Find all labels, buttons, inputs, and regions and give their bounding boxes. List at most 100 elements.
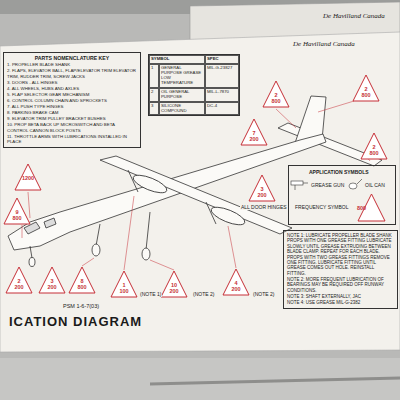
frequency-number: 800: [352, 93, 380, 99]
frequency-number: 100: [110, 289, 138, 295]
triangle-shape: [39, 267, 65, 293]
symbol-label: FREQUENCY SYMBOL: [295, 204, 349, 210]
triangle-texts: 1200: [14, 176, 42, 182]
callout-text: ALL DOOR HINGES: [240, 204, 288, 210]
triangle-texts: 2200: [5, 279, 33, 291]
frequency-number: 800: [68, 285, 96, 291]
parts-key-box: PARTS NOMENCLATURE KEY1. PROPELLER BLADE…: [3, 52, 141, 148]
cockpit-window: [44, 218, 56, 228]
propeller: [128, 170, 138, 192]
box-text: 5. FLAP SELECTOR GEAR MECHANISM: [7, 92, 137, 97]
box-text: 2. FLAPS, ELEVATOR BALL, FLAP/ELEVATOR T…: [7, 68, 137, 79]
box-text: NOTE 4: USE GREASE MIL-G-2382: [287, 300, 394, 305]
symbol-table: SYMBOLSPEC 1GENERAL PURPOSE GREASE LOW TE…: [148, 54, 240, 116]
triangle-shape: [69, 267, 95, 293]
frequency-number: 200: [160, 289, 188, 295]
callout-triangle: 3200: [38, 266, 66, 294]
table-header: SYMBOL: [149, 55, 205, 64]
triangle-texts: 2800: [352, 87, 380, 99]
box-text: 9. ELEVATOR TRIM PULLEY BRACKET BUSHES: [7, 116, 137, 121]
box-text: 3. DOORS - ALL HINGES: [7, 80, 137, 85]
table-cell: OIL GENERAL PURPOSE: [159, 88, 205, 102]
triangle-texts: 1100: [110, 283, 138, 295]
front-sheet: [0, 32, 400, 352]
triangle-shape: [361, 133, 387, 159]
callout-triangle: 4200: [222, 268, 250, 296]
main-gear-strut: [146, 212, 150, 250]
symbol-label: GREASE GUN: [311, 182, 344, 188]
note-reference: (NOTE 1): [139, 291, 162, 297]
triangle-shape: [353, 75, 379, 101]
main-wheel: [92, 244, 100, 256]
leader-line: [82, 258, 94, 266]
triangle-texts: 7200: [240, 131, 268, 143]
table-cell: 1: [149, 64, 159, 88]
leader-line: [150, 260, 174, 270]
table-cell: 3: [149, 102, 159, 116]
callout-number: 800: [357, 206, 366, 212]
table: [0, 358, 400, 400]
callout-triangle: 2800: [262, 80, 290, 108]
main-wheel: [142, 248, 150, 260]
box-text: NOTE 3: SHAFT EXTERNALLY, JAC: [287, 294, 394, 299]
grease-gun-icon: [295, 185, 296, 190]
box-text: NOTE 2: MORE FREQUENT LUBRICATION OF BEA…: [287, 277, 394, 293]
box-text: 8. PARKING BRAKE CAM: [7, 110, 137, 115]
note-reference: (NOTE 2): [252, 291, 275, 297]
callout-triangle: 9800: [3, 197, 31, 225]
leader-line: [276, 109, 296, 128]
triangle-shape: [111, 271, 137, 297]
box-heading: APPLICATION SYMBOLS: [309, 169, 369, 175]
triangle-texts: 4200: [222, 281, 250, 293]
triangle-texts: 3200: [38, 279, 66, 291]
callout-triangle: 10200: [160, 270, 188, 298]
oil-can-icon: [349, 183, 357, 189]
metal-rail: [150, 378, 400, 384]
table-cell: MIL-L-7870: [205, 88, 239, 102]
box-text: NOTE 1: LUBRICATE PROPELLER BLADE SHANK …: [287, 233, 394, 276]
brand-name: De Havilland Canada: [322, 12, 386, 20]
frequency-triangle: 800: [357, 193, 386, 222]
brand-name: De Havilland Canada: [292, 40, 356, 48]
box-text: 10. PROP BETA BACK UP MICROSWITCH AND BE…: [7, 122, 137, 133]
callout-triangle: 7200: [240, 118, 268, 146]
box-text: 11. THROTTLE ARMS WITH LUBRICATIONS INST…: [7, 134, 137, 145]
box-text: 7. ALL PUSH TYPE HINGES: [7, 104, 137, 109]
table-cell: SILICONE COMPOUND: [159, 102, 205, 116]
callout-number: 1200: [14, 176, 42, 182]
diagram-title: ICATION DIAGRAM: [8, 314, 143, 329]
triangle-texts: 2800: [262, 93, 290, 105]
box-text: 6. CONTROL COLUMN CHAIN AND SPROCKETS: [7, 98, 137, 103]
triangle-shape: [161, 271, 187, 297]
callout-triangle: 8800: [68, 266, 96, 294]
table-cell: 2: [149, 88, 159, 102]
table-cell: GENERAL PURPOSE GREASE LOW TEMPERATURE: [159, 64, 205, 88]
table-cell: MIL-G-23827: [205, 64, 239, 88]
leader-line: [22, 225, 23, 238]
table-cell: DC-4: [205, 102, 239, 116]
note-reference: (NOTE 2): [192, 291, 215, 297]
document-number: PSM 1-6-7(03): [62, 303, 100, 309]
triangle-texts: 2800: [360, 145, 388, 157]
triangle-shape: [223, 269, 249, 295]
frequency-number: 200: [248, 193, 276, 199]
frequency-number: 800: [360, 151, 388, 157]
frequency-number: 800: [3, 216, 31, 222]
callout-triangle: 1100: [110, 270, 138, 298]
leader-line: [318, 101, 354, 112]
table-header: SPEC: [205, 55, 239, 64]
triangle-texts: 10200: [160, 283, 188, 295]
application-icons: [291, 179, 362, 190]
leader-line: [124, 196, 134, 270]
triangle-texts: 3200: [248, 187, 276, 199]
leader-line: [228, 226, 236, 268]
frequency-number: 800: [262, 99, 290, 105]
engine-nacelle: [131, 172, 169, 197]
application-symbols-box: APPLICATION SYMBOLSGREASE GUNOIL CANFREQ…: [288, 165, 396, 225]
grease-gun-icon: [303, 183, 308, 184]
main-gear-strut: [96, 224, 100, 246]
callout-triangle: 2800: [352, 74, 380, 102]
leader-line: [28, 192, 30, 218]
nose-gear-strut: [30, 246, 32, 258]
